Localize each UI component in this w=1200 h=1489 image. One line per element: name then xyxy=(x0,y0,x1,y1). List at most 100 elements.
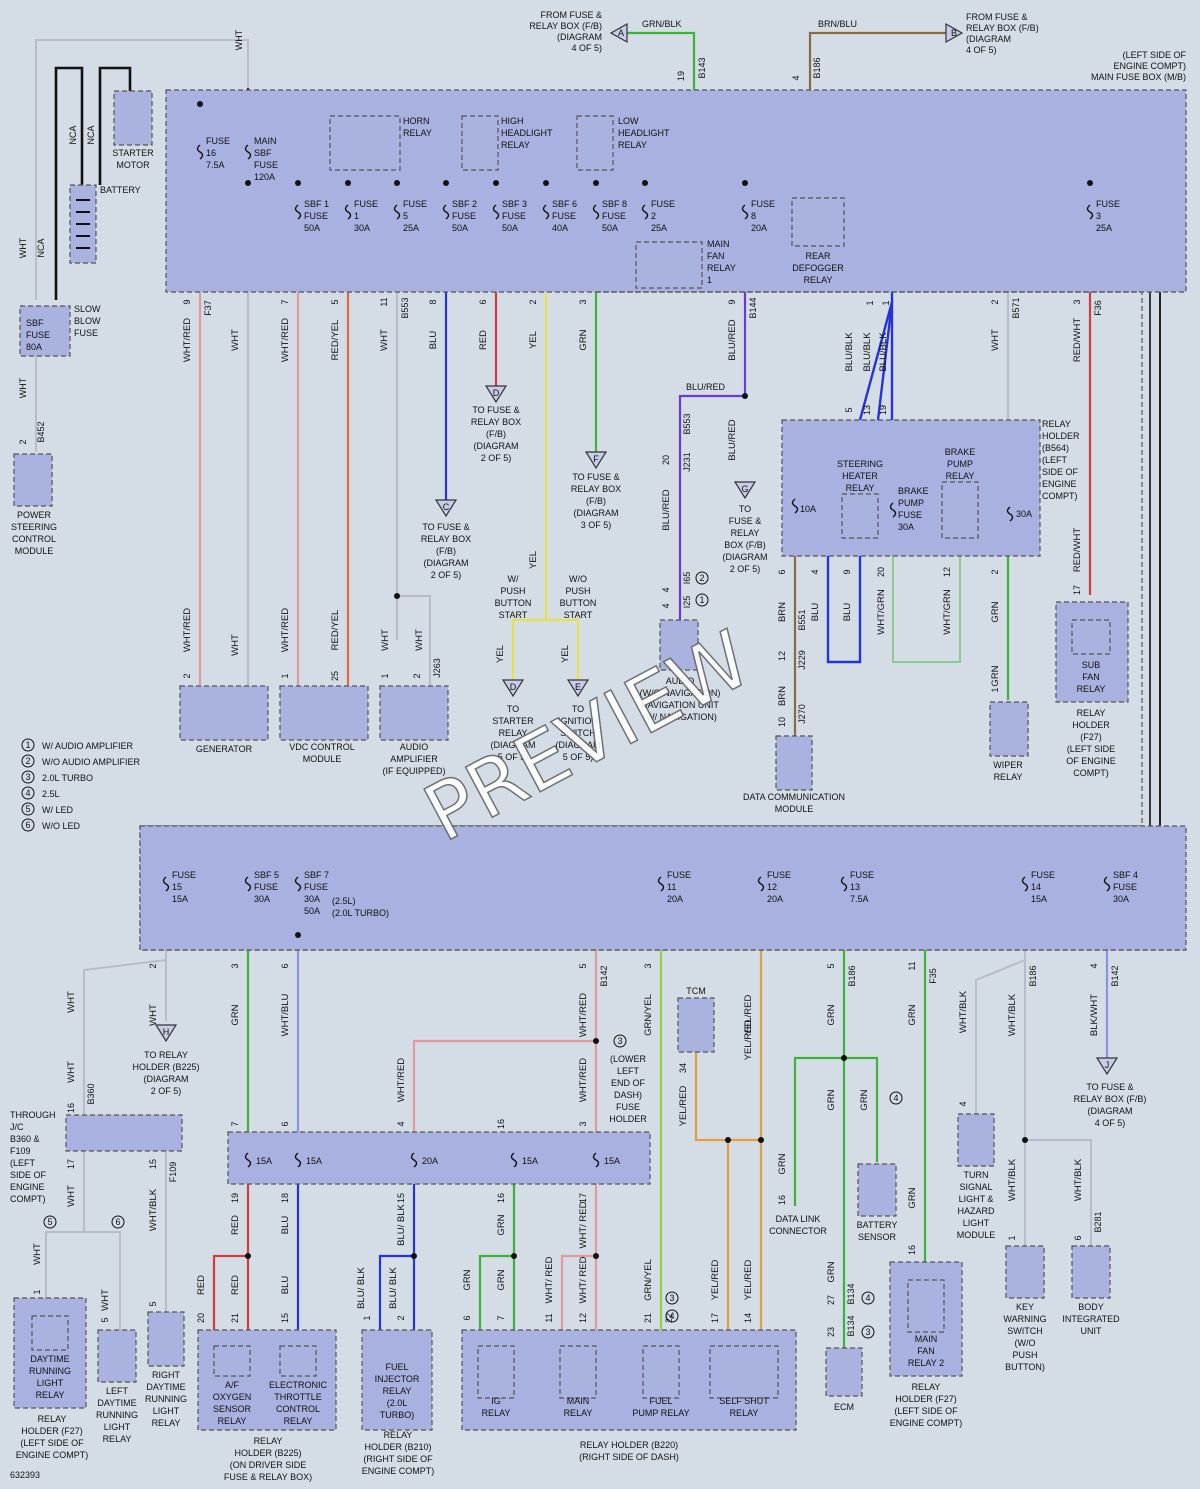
main-fan2-holder-label: (LEFT SIDE OF xyxy=(894,1406,958,1416)
blu-blk-label: BLU/BLK xyxy=(844,332,855,372)
splice-dot xyxy=(394,180,400,186)
diagram-code: 632393 xyxy=(10,1470,40,1480)
wire-color-label: YEL/RED xyxy=(743,995,754,1036)
main-fan2-relay-box xyxy=(907,1279,945,1333)
wire-color-label: WHT/BLK xyxy=(1007,993,1018,1036)
af-oxygen-label: OXYGEN xyxy=(213,1392,252,1402)
turn-signal-label: LIGHT & xyxy=(959,1194,994,1204)
wire-b-conn: B186 xyxy=(812,57,822,78)
wire-grn xyxy=(844,1056,879,1162)
wire-b-color: BRN/BLU xyxy=(818,19,857,29)
vdc-label: VDC CONTROL xyxy=(289,742,355,752)
splice-dot xyxy=(493,180,499,186)
wire-grn xyxy=(793,1056,844,1206)
wire-color-label: RED xyxy=(230,1275,241,1295)
connector-f-label: (DIAGRAM xyxy=(574,508,619,518)
b564-title: RELAY xyxy=(1042,419,1071,429)
top-fuse-label: 8 xyxy=(751,211,756,221)
pin-label: 11 xyxy=(544,1313,554,1322)
steering-heater-label: HEATER xyxy=(842,471,878,481)
wire-color-label: BRN xyxy=(777,602,788,622)
legend-number: 4 xyxy=(893,1093,898,1103)
daytime-relay-box xyxy=(31,1315,69,1351)
high-headlight-relay-box xyxy=(461,115,499,171)
lower-fuse-label: 20A xyxy=(767,894,783,904)
slow-blow-label: FUSE xyxy=(74,328,98,338)
pin-label: 16 xyxy=(496,1119,506,1129)
fuse-symbol xyxy=(757,876,765,892)
horn-relay-label: HORN xyxy=(403,116,430,126)
yel-label: YEL xyxy=(560,645,571,663)
fuse-symbol xyxy=(592,1152,600,1168)
wire-color-label: WHT xyxy=(414,629,425,651)
fuse-symbol xyxy=(393,204,401,220)
main-fan2-holder-label: RELAY xyxy=(912,1382,941,1392)
battery-sensor-box xyxy=(857,1163,897,1217)
lower-fuse-label: FUSE xyxy=(172,870,196,880)
splice-dot xyxy=(511,1253,517,1259)
horn-relay-label: RELAY xyxy=(403,128,432,138)
wht-label: WHT xyxy=(32,1243,43,1265)
connector-f xyxy=(584,451,608,470)
data-comm-label: MODULE xyxy=(775,804,814,814)
legend-number: 3 xyxy=(865,1327,870,1337)
lower-fuse-label: 15 xyxy=(172,882,182,892)
sbf-80a-label: FUSE xyxy=(26,330,50,340)
connector-f-label: TO FUSE & xyxy=(572,472,619,482)
pin-label: 20 xyxy=(661,455,671,465)
wire-blu-red xyxy=(678,394,745,620)
b210-title: HOLDER (B210) xyxy=(364,1442,431,1452)
rear-defogger-relay-box xyxy=(791,197,845,247)
wire-pin-label: 3 xyxy=(578,299,588,304)
connector-g xyxy=(733,481,757,500)
yel-label: YEL xyxy=(528,551,539,569)
wire-color-label: WHT/ RED xyxy=(578,1201,589,1248)
legend-number: 4 xyxy=(669,1311,674,1321)
pin-label: 15 xyxy=(280,1313,290,1323)
generator-label: GENERATOR xyxy=(196,744,253,754)
conn-label: B186 xyxy=(847,965,857,986)
fuel-injector-label: RELAY xyxy=(383,1386,412,1396)
ig-relay-box xyxy=(477,1345,515,1399)
wht-blk-label: WHT/BLK xyxy=(148,1188,159,1231)
etc-relay-box xyxy=(279,1345,317,1377)
b220-title: (RIGHT SIDE OF DASH) xyxy=(579,1452,679,1462)
pin-label: 27 xyxy=(826,1295,836,1305)
b564-title: COMPT) xyxy=(1042,491,1078,501)
turn-signal-label: MODULE xyxy=(957,1230,996,1240)
fuse-holder-title: FUSE xyxy=(616,1102,640,1112)
connector-letter: A xyxy=(618,28,624,38)
pin-label: 5 xyxy=(826,963,836,968)
connector-j-label: RELAY BOX (F/B) xyxy=(1074,1094,1147,1104)
wht-label: WHT xyxy=(66,991,77,1013)
amp-label: (IF EQUIPPED) xyxy=(382,766,445,776)
brake-pump-fuse-label: BRAKE xyxy=(898,486,929,496)
self-shut-label: SELF SHUT xyxy=(719,1396,769,1406)
through-jc-label: (LEFT xyxy=(10,1158,36,1168)
connector-d-label: RELAY BOX xyxy=(471,417,521,427)
lower-fuse-label: FUSE xyxy=(254,882,278,892)
pin-label: 4 xyxy=(1089,963,1099,968)
top-fuse-label: SBF 6 xyxy=(552,199,577,209)
wire-pin-label: 9 xyxy=(182,299,192,304)
fuse-symbol xyxy=(162,876,170,892)
wire-color-label: GRN xyxy=(496,1214,507,1235)
fuel-injector-label: TURBO) xyxy=(380,1410,415,1420)
wiper-relay-box xyxy=(989,701,1029,757)
top-fuse-label: FUSE xyxy=(304,211,328,221)
starter-motor-label: MOTOR xyxy=(116,160,150,170)
grn-label: GRN xyxy=(826,1261,837,1282)
yel-label: YEL xyxy=(495,645,506,663)
pin-label: 15 xyxy=(148,1159,158,1169)
rear-defogger-relay-label: DEFOGGER xyxy=(792,263,844,273)
amp-label: AMPLIFIER xyxy=(390,754,438,764)
lower-fuse-label: 12 xyxy=(767,882,777,892)
splice-dot xyxy=(411,1253,417,1259)
fuse-symbol xyxy=(1021,876,1029,892)
b225-title: FUSE & RELAY BOX) xyxy=(224,1472,312,1482)
pin-label: 6 xyxy=(777,569,787,574)
splice-dot xyxy=(543,180,549,186)
legend-text: W/O AUDIO AMPLIFIER xyxy=(42,757,141,767)
pin-label: 1 xyxy=(280,673,290,678)
brake-pump-relay-box xyxy=(941,481,979,539)
